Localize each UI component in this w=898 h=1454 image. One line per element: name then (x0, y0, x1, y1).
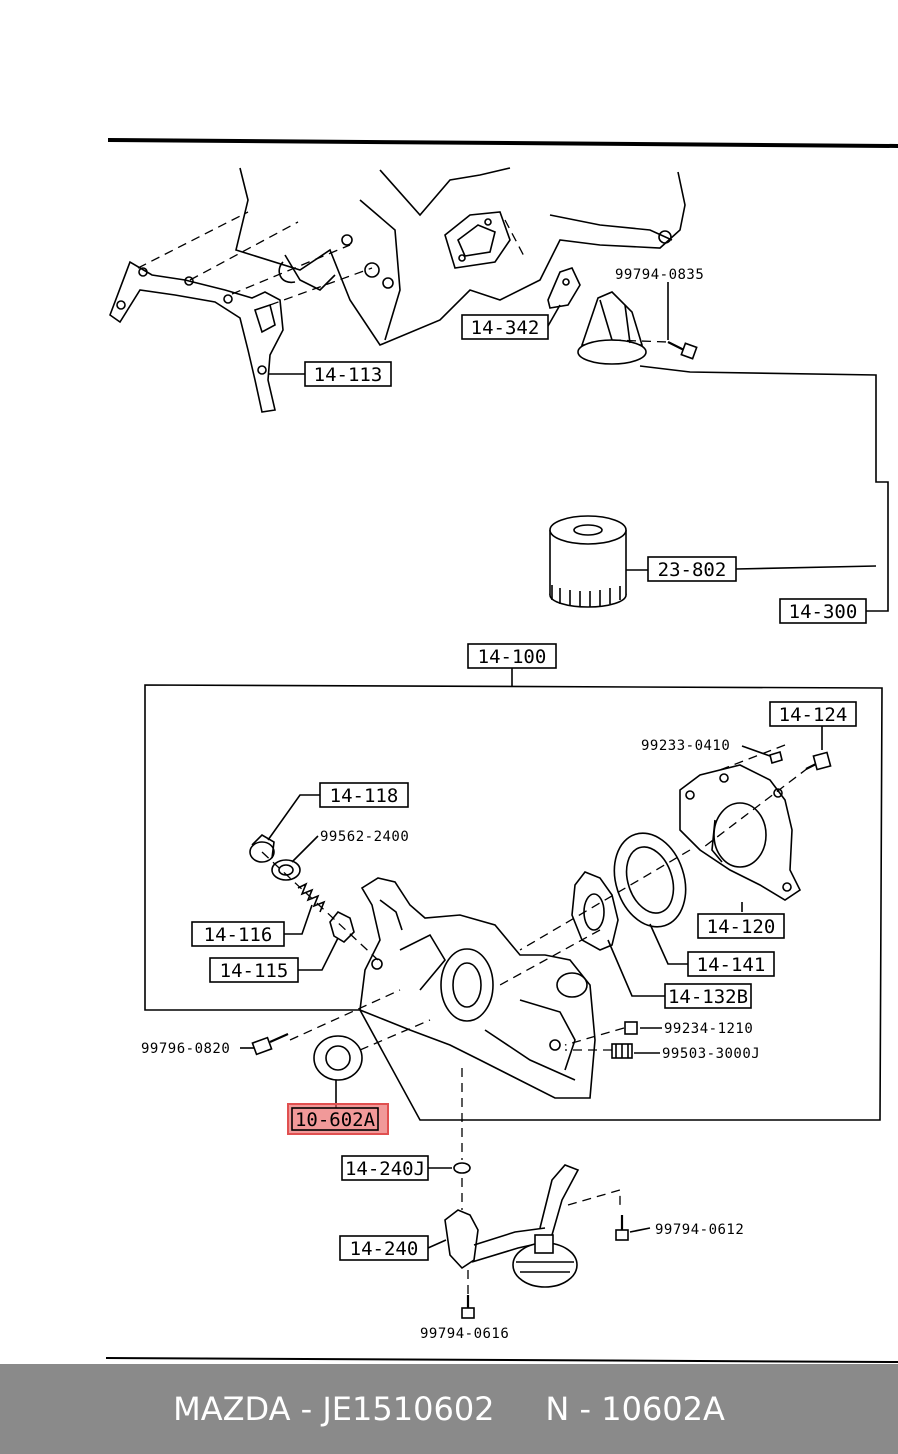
part-number-99233-0410[interactable]: 99233-0410 (641, 738, 730, 754)
callout-label: 14-100 (478, 646, 547, 668)
part-number-99794-0612[interactable]: 99794-0612 (655, 1222, 744, 1238)
bolt-99796-0820-drawing (251, 1032, 289, 1056)
footer-bar: MAZDA - JE1510602 N - 10602A (0, 1364, 898, 1454)
callout-14-342[interactable]: 14-342 (461, 314, 549, 340)
inner-rotor-drawing (571, 871, 619, 951)
callout-label: 14-342 (471, 317, 540, 339)
callout-label: 14-300 (789, 601, 858, 623)
bottom-rule (105, 1357, 898, 1363)
bolt-99794-0612-drawing (615, 1215, 629, 1241)
part-number-99234-1210[interactable]: 99234-1210 (664, 1021, 753, 1037)
pin-99233-0410-drawing (769, 750, 783, 765)
top-rule (107, 138, 898, 148)
callout-14-120[interactable]: 14-120 (697, 913, 785, 939)
oil-seal-drawing (313, 1035, 363, 1081)
oil-filter-drawing (549, 515, 627, 608)
callout-14-113[interactable]: 14-113 (304, 361, 392, 387)
callout-10-602a[interactable]: 10-602A (291, 1107, 379, 1131)
callout-highlight (287, 1103, 389, 1135)
callout-label: 14-113 (314, 364, 383, 386)
callout-14-100[interactable]: 14-100 (467, 643, 557, 669)
callout-label: 23-802 (658, 559, 727, 581)
bolt-14-124-drawing (805, 751, 832, 771)
relief-cap-drawing (249, 833, 275, 863)
oil-strainer-drawing (444, 1164, 580, 1288)
outer-rotor-drawing (613, 832, 687, 928)
callout-14-141[interactable]: 14-141 (687, 951, 775, 977)
bracket-drawing (547, 267, 581, 309)
bolt-99794-0835-drawing (667, 341, 698, 360)
bolt-99794-0616-drawing (461, 1295, 475, 1319)
callout-14-115[interactable]: 14-115 (209, 957, 299, 983)
callout-label: 14-132B (668, 986, 748, 1008)
oil-pump-assembly-boundary (144, 684, 883, 1121)
washer-99562-2400-drawing (271, 859, 301, 881)
filter-adapter-drawing (577, 291, 647, 365)
callout-label: 14-141 (697, 954, 766, 976)
callout-14-132b[interactable]: 14-132B (664, 983, 752, 1009)
callout-label: 14-115 (220, 960, 289, 982)
part-number-99796-0820[interactable]: 99796-0820 (141, 1041, 230, 1057)
callout-label: 14-124 (779, 704, 848, 726)
parts-diagram: 14-342 14-113 23-802 14-300 14-100 14-12… (105, 138, 898, 1363)
part-number-99794-0835[interactable]: 99794-0835 (615, 267, 704, 283)
callout-14-118[interactable]: 14-118 (319, 782, 409, 808)
part-number-99794-0616[interactable]: 99794-0616 (420, 1326, 509, 1342)
callout-label: 14-240 (350, 1238, 419, 1260)
callout-label: 10-602A (295, 1109, 376, 1131)
callout-14-116[interactable]: 14-116 (191, 921, 285, 947)
callout-label: 14-120 (707, 916, 776, 938)
nut-99234-1210-drawing (624, 1021, 638, 1035)
callout-label: 14-240J (345, 1158, 425, 1180)
callout-23-802[interactable]: 23-802 (647, 556, 737, 582)
callout-14-300[interactable]: 14-300 (779, 598, 867, 624)
callout-14-240j[interactable]: 14-240J (341, 1155, 429, 1181)
callout-label: 14-118 (330, 785, 399, 807)
plug-99503-3000j-drawing (611, 1043, 633, 1059)
o-ring-drawing (453, 1162, 471, 1174)
footer-title: MAZDA - JE1510602 N - 10602A (173, 1390, 725, 1428)
callout-14-124[interactable]: 14-124 (769, 701, 857, 727)
front-cover-gasket-drawing (109, 260, 284, 413)
callout-14-240[interactable]: 14-240 (339, 1235, 429, 1261)
oil-pump-body-drawing (359, 877, 596, 1099)
callout-label: 14-116 (204, 924, 273, 946)
part-number-99503-3000j[interactable]: 99503-3000J (662, 1046, 760, 1062)
pump-cover-drawing (679, 764, 802, 901)
engine-block-drawing (235, 167, 686, 346)
spring-drawing (297, 882, 326, 913)
part-number-99562-2400[interactable]: 99562-2400 (320, 829, 409, 845)
